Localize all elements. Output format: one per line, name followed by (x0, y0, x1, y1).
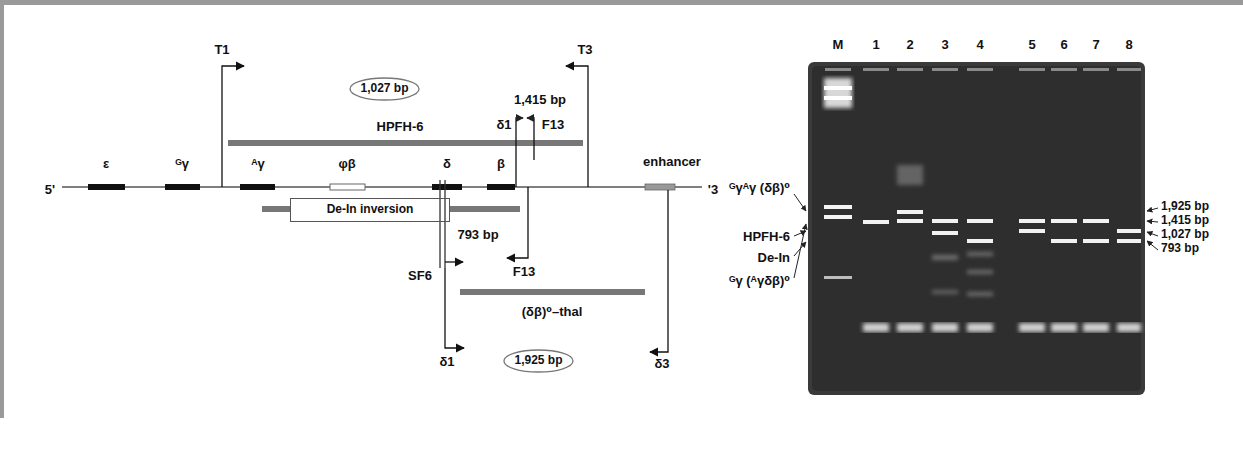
text-label: F13 (513, 265, 535, 279)
gel-smear (897, 165, 993, 296)
text-label: 4 (976, 38, 983, 52)
text-label: T1 (214, 43, 229, 57)
text-label: ᴬγ (251, 157, 265, 171)
text-label: β (497, 157, 505, 171)
primer-arrow (507, 187, 528, 258)
gene-block (240, 184, 275, 190)
text-label: 5' (45, 183, 55, 197)
enhancer-block (645, 184, 675, 190)
text-label: 1,925 bp (1161, 200, 1209, 213)
text-label: M (833, 38, 844, 52)
primer-arrow (566, 66, 588, 187)
text-label: δ1 (496, 118, 511, 132)
text-label: 7 (1092, 38, 1099, 52)
frame-bar (0, 0, 1243, 5)
text-label: F13 (542, 118, 564, 132)
text-label: 6 (1060, 38, 1067, 52)
text-label: φβ (338, 157, 355, 171)
gel-background (808, 62, 1145, 395)
deletion-bar (228, 140, 583, 146)
primer-arrow (650, 190, 668, 352)
text-label: enhancer (643, 155, 701, 169)
inversion-box: De-In inversion (290, 198, 450, 222)
oval-shape (350, 78, 419, 100)
text-label: SF6 (408, 269, 432, 283)
text-label: HPFH-6 (377, 120, 424, 134)
text-label: De-In (758, 251, 791, 265)
size-oval: 1,925 bp (503, 349, 574, 373)
size-oval: 1,027 bp (349, 77, 420, 101)
primer-arrow (527, 118, 534, 160)
text-label: δ (443, 157, 451, 171)
gel-wells (825, 68, 1141, 71)
gene-block (487, 184, 515, 190)
marker-ladder (824, 78, 852, 279)
gene-block (432, 184, 462, 190)
inversion-flank (450, 206, 520, 212)
deletion-bar (460, 289, 645, 295)
text-label: (δβ)⁰–thal (522, 305, 583, 319)
text-label: 5 (1028, 38, 1035, 52)
text-label: 1,027 bp (1161, 228, 1209, 241)
text-label: δ1 (439, 355, 454, 369)
text-label: 1 (872, 38, 879, 52)
frame-bar (0, 0, 4, 418)
text-label: 3 (941, 38, 948, 52)
text-label: ᴳγᴬγ (δβ)⁰ (729, 181, 790, 195)
text-label: δ3 (654, 357, 669, 371)
primer-arrow (445, 268, 464, 348)
text-label: 793 bp (457, 228, 498, 242)
gel-background (812, 66, 1141, 391)
gene-block (165, 184, 200, 190)
primer-arrow (516, 118, 523, 187)
inversion-flank (262, 206, 290, 212)
breakpoint-line (439, 180, 440, 268)
gel-bands (863, 210, 1141, 243)
node-text: 1,027 bp (360, 82, 408, 95)
primer-arrow (222, 66, 244, 187)
node-text: De-In inversion (327, 203, 414, 216)
text-label: ᴳγ (175, 157, 189, 171)
leader-arrow (794, 194, 1158, 278)
pseudogene-block (330, 184, 365, 190)
text-label: 793 bp (1161, 242, 1199, 255)
oval-shape (504, 350, 573, 372)
gene-block (88, 184, 125, 190)
text-label: '3 (708, 183, 718, 197)
breakpoint-line (444, 180, 445, 268)
primer-arrow (445, 261, 463, 262)
text-label: HPFH-6 (743, 230, 790, 244)
text-label: ε (103, 157, 109, 171)
text-label: 1,415 bp (514, 93, 566, 107)
primer-dimer (863, 323, 1141, 332)
text-label: 2 (906, 38, 913, 52)
text-label: T3 (577, 43, 592, 57)
chromosome-line (62, 186, 702, 188)
text-label: 8 (1125, 38, 1132, 52)
text-label: ᴳγ (ᴬγδβ)⁰ (729, 274, 790, 288)
text-label: 1,415 bp (1161, 214, 1209, 227)
node-text: 1,925 bp (514, 354, 562, 367)
